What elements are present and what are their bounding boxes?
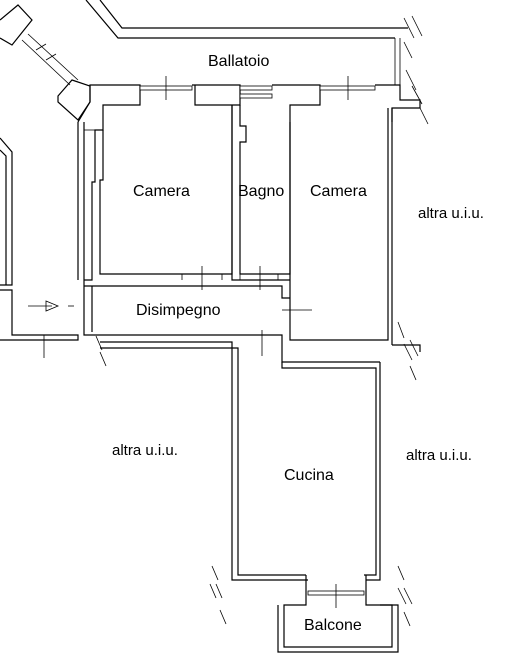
room-balcone	[277, 575, 399, 653]
left-building-edge	[0, 137, 79, 358]
room-label-balcone: Balcone	[304, 617, 362, 634]
room-camera-right	[289, 108, 421, 352]
top-diagonal-wall	[85, 0, 408, 85]
stair-diagonal	[0, 4, 91, 121]
room-label-camera-left: Camera	[133, 183, 190, 200]
cut-marks	[95, 15, 429, 627]
room-label-bagno: Bagno	[238, 183, 284, 200]
room-label-cucina: Cucina	[284, 467, 334, 484]
room-cucina	[100, 341, 381, 581]
neighbor-label-right-lower: altra u.i.u.	[406, 447, 472, 464]
room-label-camera-right: Camera	[310, 183, 367, 200]
room-disimpegno	[83, 280, 380, 363]
neighbor-label-left-lower: altra u.i.u.	[112, 442, 178, 459]
room-bagno	[231, 105, 291, 290]
room-label-ballatoio: Ballatoio	[208, 53, 269, 70]
room-label-disimpegno: Disimpegno	[136, 302, 221, 319]
neighbor-label-right-upper: altra u.i.u.	[418, 205, 484, 222]
left-wall	[77, 122, 95, 280]
top-wall	[77, 76, 421, 135]
